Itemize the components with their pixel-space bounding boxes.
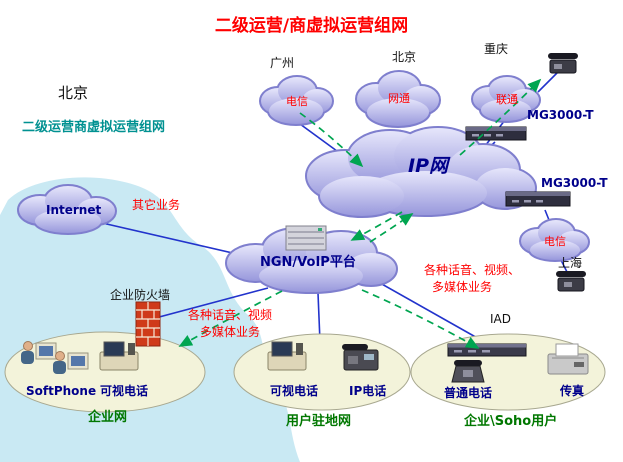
zone-premises [233,333,411,411]
left-city-label: 北京 [58,84,89,102]
ip-phone-label: IP电话 [349,384,387,398]
ip-network-label: IP网 [408,155,448,177]
traffic-flow-arrows [178,78,542,349]
videophone-left-icon [99,341,139,371]
carrier-chongqing: 联通 [496,93,518,106]
city-shanghai: 上海 [558,256,583,270]
pots-phone-icon [451,360,485,383]
carrier-guangzhou: 电信 [286,95,308,108]
gateway-mg3000-top [465,126,527,141]
videophone-mid-label: 可视电话 [270,384,319,398]
iad-label: IAD [490,312,511,326]
fax-icon [547,343,589,375]
network-premises-label: 用户驻地网 [286,414,352,429]
firewall-label: 企业防火墙 [110,288,171,302]
carrier-shanghai: 电信 [544,235,566,248]
city-chongqing: 重庆 [484,42,509,56]
iad-device-icon [447,343,527,357]
carrier-beijing: 网通 [388,92,410,105]
videophone-left-label: 可视电话 [100,384,149,398]
annotation-services-mid-2: 多媒体业务 [200,325,261,339]
city-beijing: 北京 [392,50,417,64]
ngn-platform-label: NGN/VoIP平台 [260,255,356,270]
network-enterprise-label: 企业网 [88,410,128,425]
diagram-title: 二级运营/商虚拟运营组网 [214,16,409,36]
phone-icon-chongqing [548,53,578,74]
mg3000-bottom-label: MG3000-T [541,176,608,190]
firewall-icon [135,301,161,347]
fax-label: 传真 [560,384,585,398]
mg3000-top-label: MG3000-T [527,108,594,122]
left-caption: 二级运营商虚拟运营组网 [22,120,166,135]
videophone-mid-icon [267,341,307,371]
city-guangzhou: 广州 [270,56,295,70]
pots-phone-label: 普通电话 [444,386,493,400]
ip-phone-icon [342,344,379,371]
gateway-mg3000-bottom [505,191,571,207]
annotation-services-right-2: 多媒体业务 [432,280,493,294]
annotation-other-services: 其它业务 [132,198,181,212]
network-soho-label: 企业\Soho用户 [464,414,558,429]
softphone-users-icon [21,341,89,374]
softphone-label: SoftPhone [26,384,97,398]
annotation-services-right-1: 各种话音、视频、 [424,263,521,277]
softswitch-server-icon [285,225,327,251]
annotation-services-mid-1: 各种话音、视频 [188,308,273,322]
phone-icon-shanghai [556,271,586,292]
internet-label: Internet [46,203,102,217]
